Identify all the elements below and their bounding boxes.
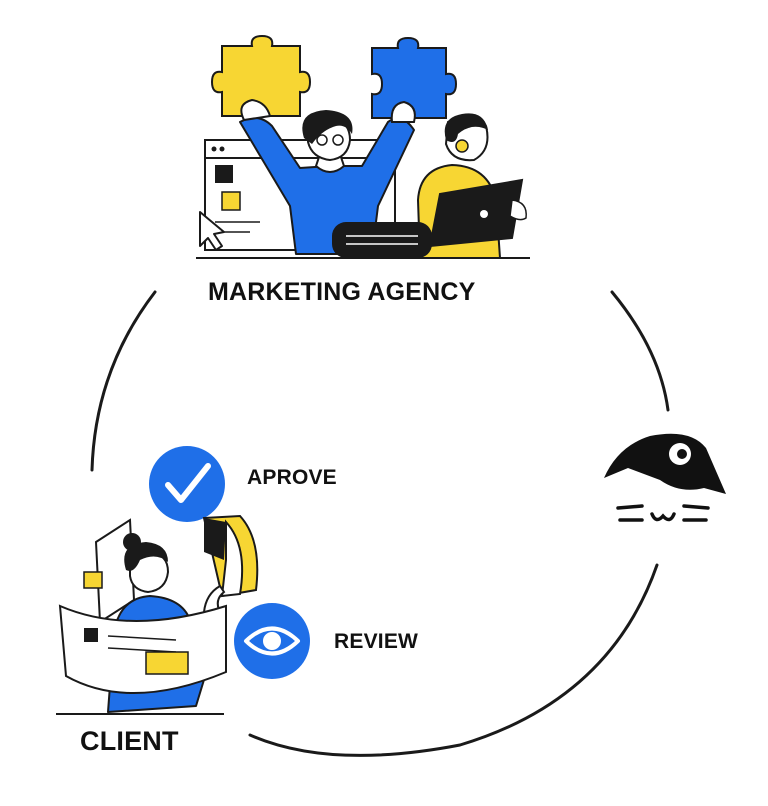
review-badge <box>234 603 310 679</box>
cycle-arc-bottom <box>248 563 659 757</box>
yellow-puzzle-piece <box>210 34 312 117</box>
agency-illustration <box>196 34 530 259</box>
checkmark-icon <box>165 463 211 503</box>
agency-label: MARKETING AGENCY <box>208 278 476 306</box>
eye-icon <box>244 626 300 656</box>
cursor-icon <box>199 211 225 251</box>
approve-label: APROVE <box>247 466 337 489</box>
client-illustration <box>56 514 259 715</box>
client-label: CLIENT <box>80 726 179 756</box>
blue-puzzle-piece <box>371 36 458 119</box>
cat-mascot-icon <box>604 433 726 522</box>
tablet <box>428 178 524 248</box>
keyboard-pill <box>332 222 432 258</box>
cycle-arc-right <box>610 290 670 412</box>
cycle-arc-left <box>90 290 157 472</box>
agency-person-blue <box>239 98 416 255</box>
cycle-ring <box>90 290 670 757</box>
approve-badge <box>149 446 225 522</box>
agency-person-yellow <box>416 113 527 259</box>
review-label: REVIEW <box>334 630 419 653</box>
